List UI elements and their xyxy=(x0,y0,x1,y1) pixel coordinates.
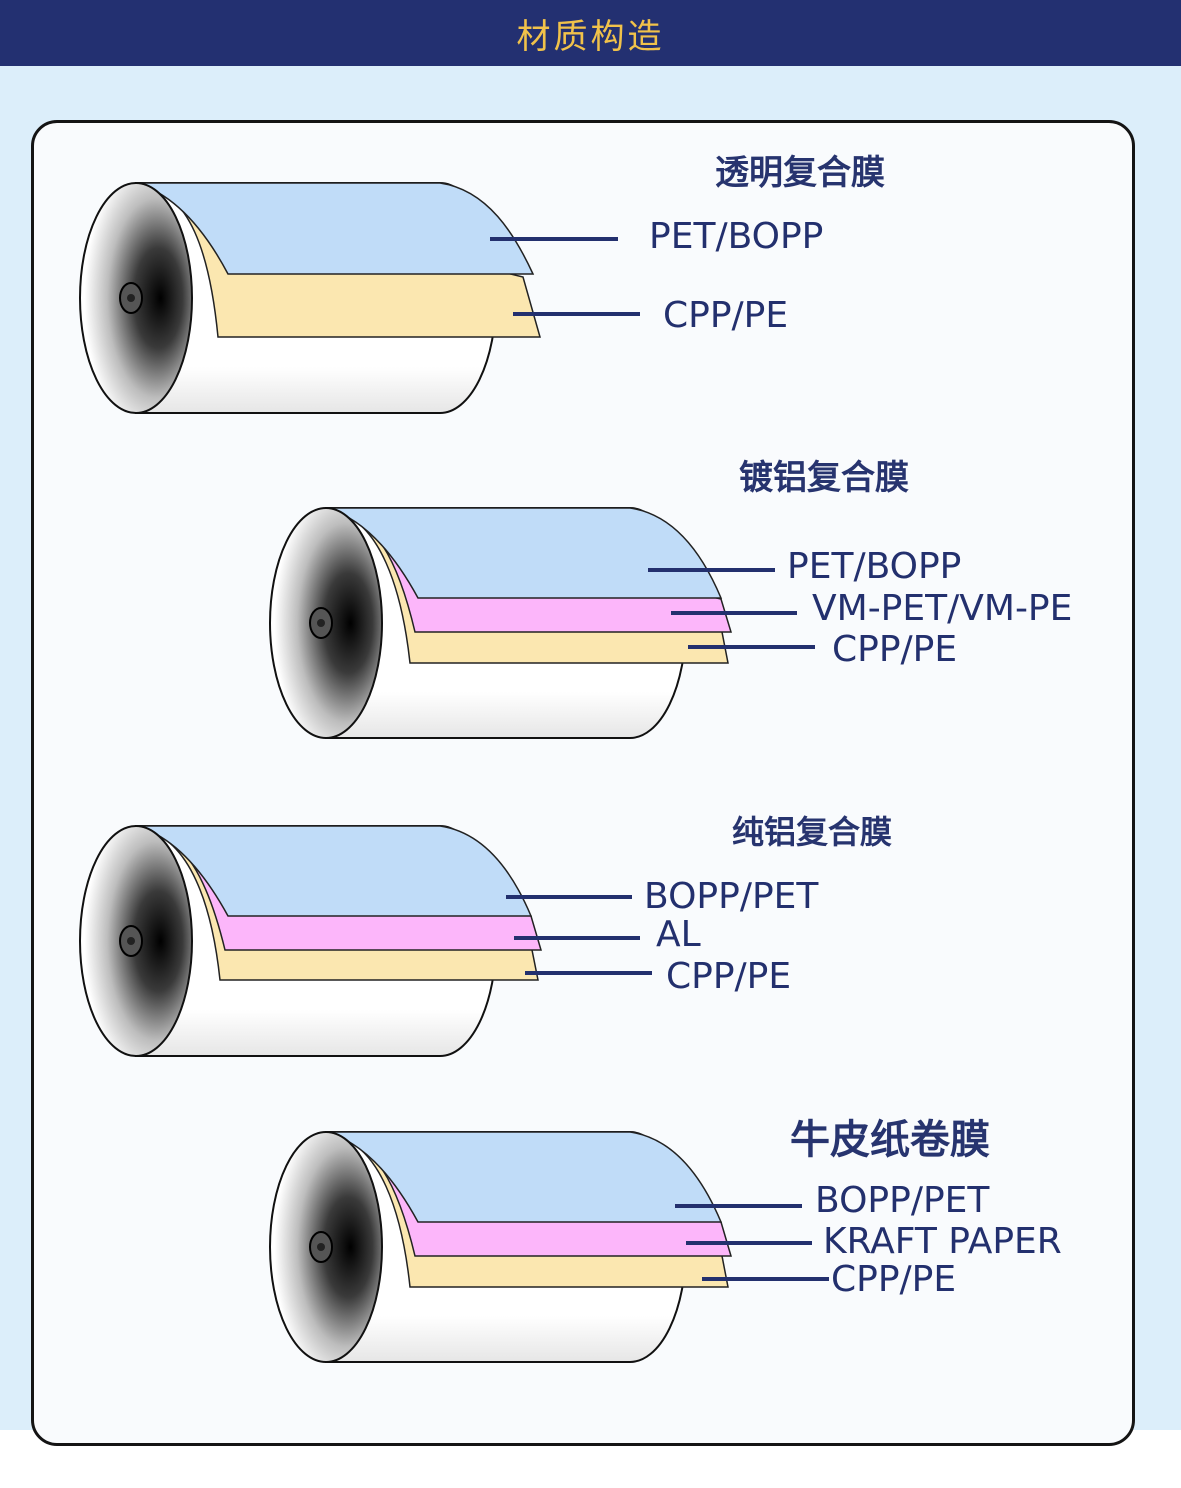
layer-label: CPP/PE xyxy=(831,1259,956,1300)
layer-label: KRAFT PAPER xyxy=(823,1221,1062,1262)
section-title: 透明复合膜 xyxy=(715,153,885,193)
layer-label: CPP/PE xyxy=(832,629,957,670)
film-roll xyxy=(79,182,541,414)
layer-label: BOPP/PET xyxy=(815,1180,990,1221)
layer-label: BOPP/PET xyxy=(644,876,819,917)
layer-label: CPP/PE xyxy=(666,956,791,997)
layer-label: VM-PET/VM-PE xyxy=(812,588,1072,629)
section-title: 镀铝复合膜 xyxy=(739,458,909,498)
layer-blue xyxy=(135,182,535,275)
layer-label: AL xyxy=(656,914,701,955)
header-title: 材质构造 xyxy=(516,16,665,57)
layer-label: PET/BOPP xyxy=(649,216,823,257)
layer-blue xyxy=(325,1131,723,1223)
section-pure-aluminum-film: 纯铝复合膜 BOPP/PET AL CPP/PE xyxy=(79,813,892,1057)
section-kraft-paper-film: 牛皮纸卷膜 BOPP/PET KRAFT PAPER CPP/PE xyxy=(269,1117,1062,1363)
section-title: 牛皮纸卷膜 xyxy=(790,1117,990,1163)
page-header: 材质构造 xyxy=(0,0,1181,66)
film-roll xyxy=(79,825,543,1057)
section-title: 纯铝复合膜 xyxy=(732,813,892,851)
layer-blue xyxy=(325,507,723,599)
film-roll xyxy=(269,507,733,739)
layer-label: CPP/PE xyxy=(663,295,788,336)
layer-label: PET/BOPP xyxy=(787,546,961,587)
section-metallized-film: 镀铝复合膜 PET/BOPP VM-PET/VM-PE CPP/PE xyxy=(269,458,1072,739)
layer-blue xyxy=(135,825,533,917)
film-roll xyxy=(269,1131,733,1363)
section-transparent-film: 透明复合膜 PET/BOPP CPP/PE xyxy=(79,153,885,414)
